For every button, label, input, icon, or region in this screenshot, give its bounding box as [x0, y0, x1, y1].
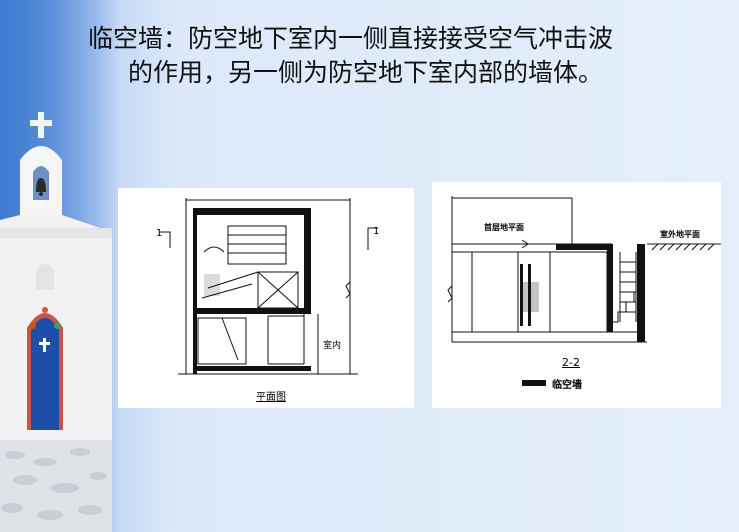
legend-label: 临空墙 [552, 380, 582, 391]
section-mark-right: 1 [373, 226, 380, 237]
floor-plan-drawing: 1 1 室内 平面图 [118, 188, 414, 408]
floor-plan-svg [160, 198, 378, 375]
slide-title: 临空墙：防空地下室内一侧直接接受空气冲击波 的作用，另一侧为防空地下室内部的墙体… [88, 22, 728, 90]
section-caption: 2-2 [562, 356, 580, 369]
room-label: 室内 [323, 341, 342, 351]
bell-icon [36, 178, 46, 196]
floor-level-label: 首层地平面 [484, 223, 524, 232]
church-illustration [0, 0, 120, 532]
legend-swatch [522, 380, 546, 386]
cross-icon [30, 112, 52, 138]
section-svg [447, 196, 721, 386]
title-line-2: 的作用，另一侧为防空地下室内部的墙体。 [128, 58, 604, 87]
door-cross-icon [39, 338, 50, 352]
title-line-1: 临空墙：防空地下室内一侧直接接受空气冲击波 [88, 24, 614, 53]
plan-caption: 平面图 [256, 392, 286, 403]
section-mark-left: 1 [156, 228, 163, 239]
outdoor-level-label: 室外地平面 [660, 230, 700, 239]
section-drawing: 首层地平面 室外地平面 2-2 临空墙 [432, 182, 721, 408]
